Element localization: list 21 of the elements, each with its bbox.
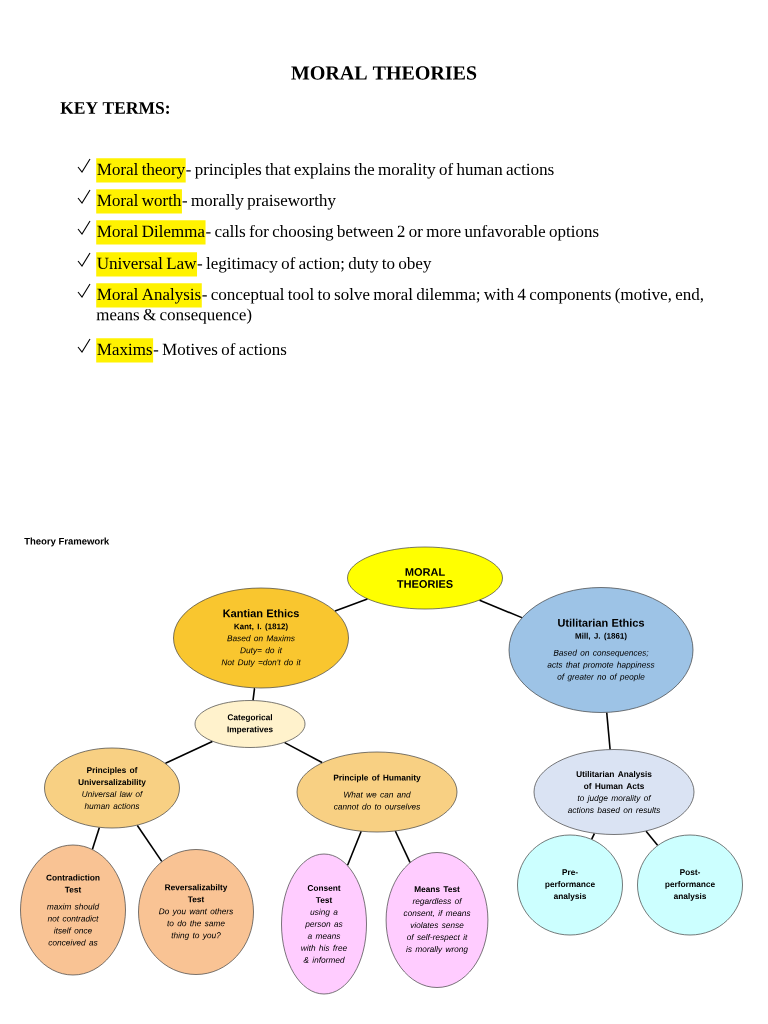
page-title: MORAL THEORIES: [291, 66, 477, 80]
connector-line: [283, 741, 323, 764]
connector-line: [91, 826, 101, 851]
connector-line: [605, 711, 611, 750]
connector-line: [136, 824, 163, 863]
key-term-entry: Moral Dilemma- calls for choosing between 2 or more unfavorable options: [96, 220, 599, 245]
key-term-entry: Maxims- Motives of actions: [96, 338, 287, 363]
connector-line: [590, 832, 596, 840]
connector-line: [346, 830, 362, 867]
connector-line: [252, 687, 256, 701]
section-heading: Theory Framework: [24, 537, 110, 547]
key-term-entry: Moral theory- principles that explains the morality of human actions: [96, 158, 554, 183]
key-term-entry: Moral worth- morally praiseworthy: [96, 189, 336, 214]
connector-line: [645, 830, 659, 847]
connector-line: [164, 740, 214, 764]
connector-line: [394, 830, 411, 864]
connector-line: [478, 599, 523, 619]
connector-line: [334, 598, 369, 612]
key-term-entry: Universal Law- legitimacy of action; duty to obey: [96, 252, 432, 277]
section-heading: KEY TERMS:: [60, 102, 169, 114]
key-term-entry: Moral Analysis- conceptual tool to solve moral dilemma; with 4 components (motive, end, means & consequence): [96, 283, 703, 324]
